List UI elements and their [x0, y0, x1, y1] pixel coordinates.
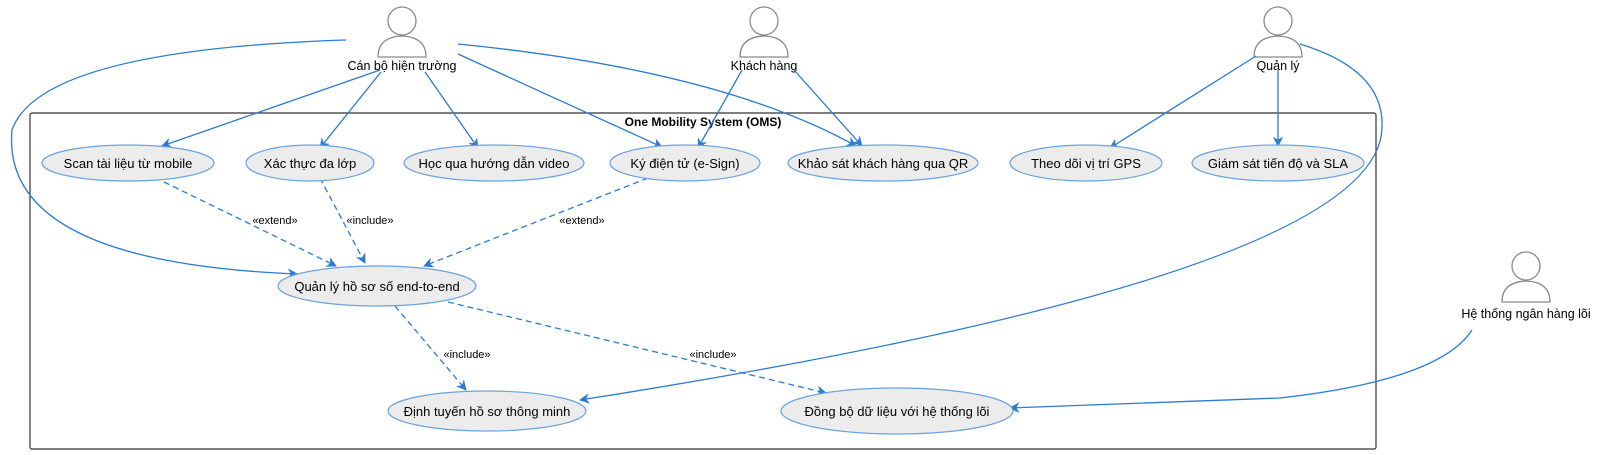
actor-field-officer: Cán bộ hiện trường [348, 6, 457, 73]
usecase-label: Khảo sát khách hàng qua QR [798, 156, 969, 171]
usecase-label: Đồng bộ dữ liệu với hệ thống lõi [805, 404, 990, 419]
actor-label: Khách hàng [731, 59, 798, 73]
usecase-sla: Giám sát tiến độ và SLA [1191, 144, 1365, 182]
user-icon [387, 6, 417, 36]
usecase-label: Học qua hướng dẫn video [419, 156, 570, 171]
system-boundary [29, 112, 1377, 450]
usecase-esign: Ký điện tử (e-Sign) [609, 144, 761, 182]
user-icon [1511, 251, 1541, 281]
actor-label: Cán bộ hiện trường [348, 59, 457, 73]
usecase-label: Ký điện tử (e-Sign) [630, 156, 739, 171]
usecase-e2e: Quản lý hồ sơ số end-to-end [277, 265, 477, 307]
usecase-routing: Định tuyến hồ sơ thông minh [387, 390, 587, 432]
user-icon [1263, 6, 1293, 36]
usecase-label: Quản lý hồ sơ số end-to-end [294, 279, 459, 294]
usecase-gps: Theo dõi vị trí GPS [1009, 144, 1163, 182]
usecase-label: Scan tài liệu từ mobile [64, 156, 193, 171]
usecase-scan: Scan tài liệu từ mobile [41, 144, 215, 182]
usecase-label: Xác thực đa lớp [264, 156, 356, 171]
user-icon [749, 6, 779, 36]
extend-label: «extend» [252, 215, 297, 227]
system-title: One Mobility System (OMS) [625, 115, 782, 129]
usecase-label: Định tuyến hồ sơ thông minh [404, 404, 571, 419]
usecase-video: Học qua hướng dẫn video [403, 144, 585, 182]
include-label: «include» [443, 349, 490, 361]
usecase-qr-survey: Khảo sát khách hàng qua QR [787, 144, 979, 182]
actor-label: Hệ thống ngân hàng lõi [1461, 307, 1590, 321]
usecase-label: Giám sát tiến độ và SLA [1208, 156, 1349, 171]
actor-core-banking: Hệ thống ngân hàng lõi [1461, 251, 1591, 321]
usecase-label: Theo dõi vị trí GPS [1031, 156, 1141, 171]
usecase-sync: Đồng bộ dữ liệu với hệ thống lõi [780, 387, 1014, 435]
include-label: «include» [346, 215, 393, 227]
actor-manager: Quản lý [1253, 6, 1303, 73]
include-label: «include» [689, 349, 736, 361]
usecase-mfa: Xác thực đa lớp [245, 144, 375, 182]
extend-label: «extend» [559, 215, 604, 227]
actor-label: Quản lý [1256, 59, 1300, 73]
actor-customer: Khách hàng [731, 6, 798, 73]
